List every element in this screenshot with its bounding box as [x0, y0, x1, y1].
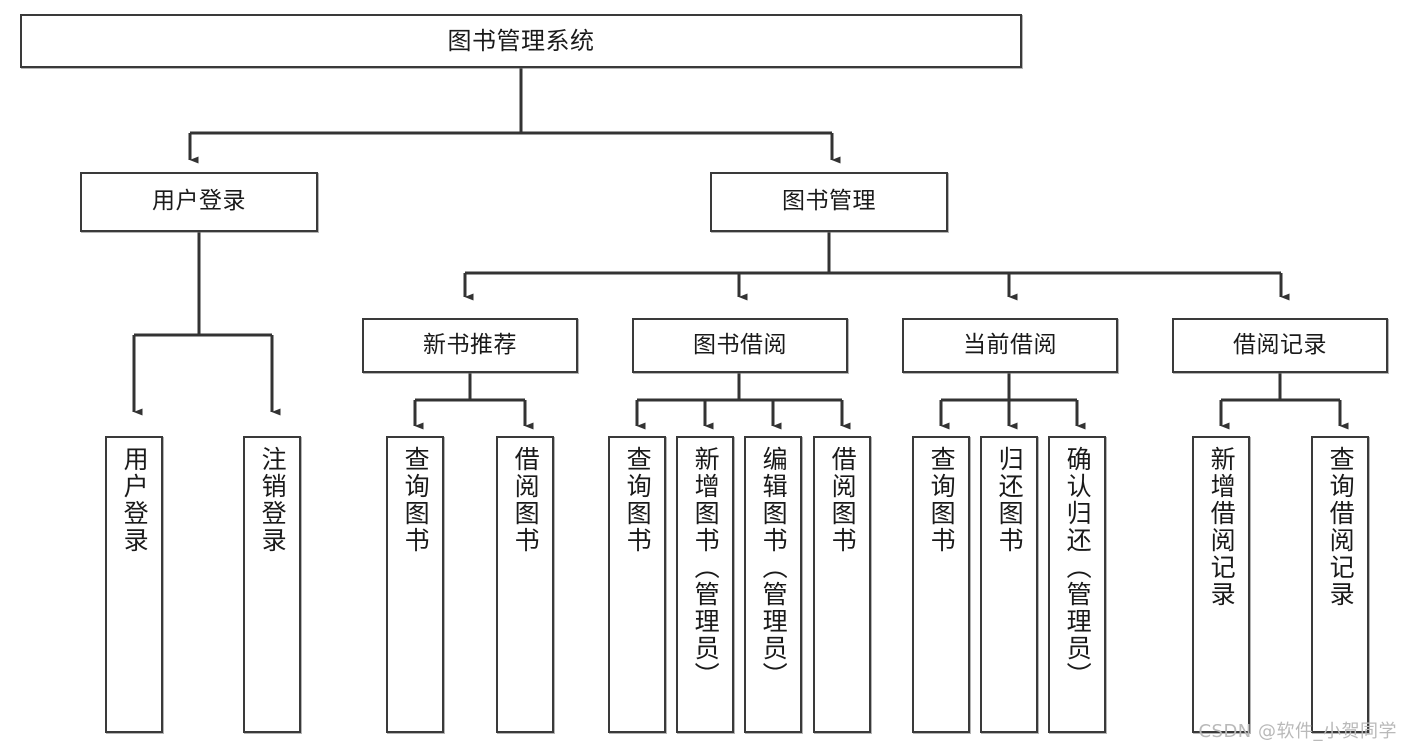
- leaf-edit-book[interactable]: 编辑图书（管理员）: [744, 436, 802, 733]
- node-label: 图书管理: [782, 188, 876, 215]
- node-root-book-management-system[interactable]: 图书管理系统: [20, 14, 1022, 68]
- leaf-logout[interactable]: 注销登录: [243, 436, 301, 733]
- node-label: 当前借阅: [963, 331, 1057, 358]
- node-label: 借阅记录: [1233, 331, 1327, 358]
- node-label: 查询图书: [401, 446, 431, 554]
- leaf-add-book[interactable]: 新增图书（管理员）: [676, 436, 734, 733]
- node-label: 归还图书: [995, 446, 1025, 554]
- node-label: 新增图书（管理员）: [691, 446, 721, 689]
- node-label: 查询图书: [927, 446, 957, 554]
- leaf-user-login[interactable]: 用户登录: [105, 436, 163, 733]
- node-book-borrow[interactable]: 图书借阅: [632, 318, 848, 373]
- node-label: 注销登录: [258, 446, 288, 554]
- leaf-return-book[interactable]: 归还图书: [980, 436, 1038, 733]
- node-label: 查询图书: [623, 446, 653, 554]
- node-user-login[interactable]: 用户登录: [80, 172, 318, 232]
- leaf-query-borrow-record[interactable]: 查询借阅记录: [1311, 436, 1369, 733]
- node-label: 查询借阅记录: [1326, 446, 1356, 608]
- leaf-confirm-return[interactable]: 确认归还（管理员）: [1048, 436, 1106, 733]
- node-label: 编辑图书（管理员）: [759, 446, 789, 689]
- node-current-borrow[interactable]: 当前借阅: [902, 318, 1118, 373]
- node-label: 图书管理系统: [447, 26, 595, 55]
- node-label: 确认归还（管理员）: [1063, 446, 1093, 689]
- leaf-borrow-book-recommend[interactable]: 借阅图书: [496, 436, 554, 733]
- leaf-add-borrow-record[interactable]: 新增借阅记录: [1192, 436, 1250, 733]
- node-borrow-record[interactable]: 借阅记录: [1172, 318, 1388, 373]
- node-label: 新书推荐: [423, 331, 517, 358]
- node-label: 用户登录: [152, 188, 246, 215]
- node-label: 借阅图书: [511, 446, 541, 554]
- node-label: 借阅图书: [828, 446, 858, 554]
- node-label: 新增借阅记录: [1207, 446, 1237, 608]
- leaf-query-book-current[interactable]: 查询图书: [912, 436, 970, 733]
- leaf-query-book-recommend[interactable]: 查询图书: [386, 436, 444, 733]
- leaf-borrow-book[interactable]: 借阅图书: [813, 436, 871, 733]
- node-new-book-recommend[interactable]: 新书推荐: [362, 318, 578, 373]
- node-label: 图书借阅: [693, 331, 787, 358]
- leaf-query-book-borrow[interactable]: 查询图书: [608, 436, 666, 733]
- node-book-management[interactable]: 图书管理: [710, 172, 948, 232]
- node-label: 用户登录: [120, 446, 150, 554]
